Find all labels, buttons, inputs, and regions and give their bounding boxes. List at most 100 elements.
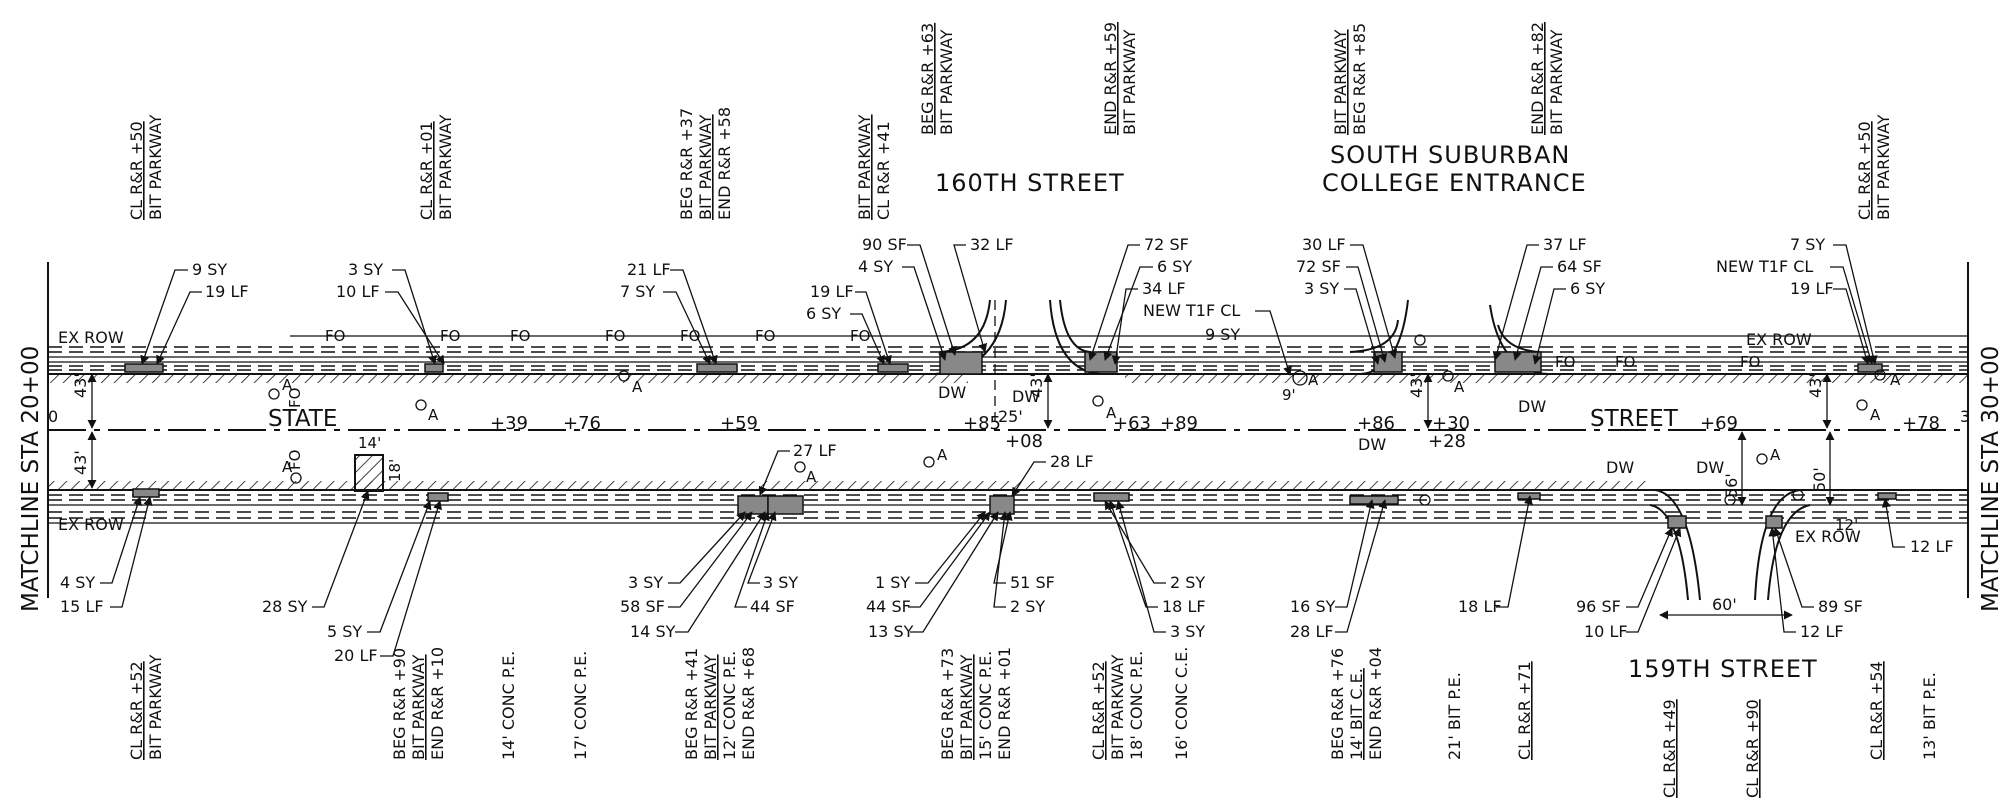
callout-label: 3 SY: [348, 260, 383, 279]
svg-text:9': 9': [1282, 386, 1296, 404]
callout-label: 12 LF: [1800, 622, 1844, 641]
matchline-right: MATCHLINE STA 30+00: [1967, 262, 2004, 612]
station-label: +63: [1113, 413, 1151, 434]
callout-label: 9 SY: [192, 260, 227, 279]
dimensions: 43' 43' 43' 43' 43' 56' 50' 25' 9' 12': [71, 373, 1858, 534]
svg-text:A: A: [1308, 371, 1319, 389]
ex-row-label: EX ROW: [1746, 330, 1812, 349]
callout-label: 44 SF: [750, 597, 795, 616]
station-labels: +39 +76 +59 +85 +08 +63 +89 +86 +30 +28 …: [490, 413, 1940, 452]
callout-label: 6 SY: [1157, 257, 1192, 276]
callout-label: NEW T1F CL: [1143, 301, 1240, 320]
callout-label: 3 SY: [628, 573, 663, 592]
callout-label: 14 SY: [630, 622, 676, 641]
callout-label: 28 SY: [262, 597, 308, 616]
callout-label: 51 SF: [1010, 573, 1055, 592]
callout-label: 19 LF: [205, 282, 249, 301]
dw-label: DW: [1606, 458, 1634, 477]
callout-label: 28 LF: [1050, 452, 1094, 471]
svg-text:A: A: [282, 376, 293, 394]
ex-row-label: EX ROW: [1795, 527, 1861, 546]
svg-text:A: A: [1454, 378, 1465, 396]
svg-text:17' CONC P.E.: 17' CONC P.E.: [571, 651, 590, 760]
svg-text:FO: FO: [440, 327, 460, 345]
svg-text:BEG R&R +90BIT PARKWAYEND R&R: BEG R&R +90BIT PARKWAYEND R&R +10: [390, 647, 447, 760]
svg-text:BEG R&R +63BIT PARKWAY: BEG R&R +63BIT PARKWAY: [918, 23, 956, 135]
svg-text:BEG R&R +37BIT PARKWAYEND R&R: BEG R&R +37BIT PARKWAYEND R&R +58: [677, 107, 734, 220]
driveway-labels: DW DW DW DW DW DW: [938, 383, 1724, 477]
svg-text:60': 60': [1712, 595, 1737, 614]
svg-text:A: A: [1890, 371, 1901, 389]
station-label: +76: [563, 413, 601, 434]
svg-text:FO: FO: [1555, 353, 1575, 371]
top-notes: CL R&R +50BIT PARKWAY CL R&R +01BIT PARK…: [127, 22, 1893, 220]
callout-label: 3 SY: [763, 573, 798, 592]
callout-label: 72 SF: [1296, 257, 1341, 276]
callout-label: 2 SY: [1010, 597, 1045, 616]
station-label: +86: [1357, 413, 1395, 434]
station-label: +78: [1902, 413, 1940, 434]
callout-label: NEW T1F CL: [1716, 257, 1813, 276]
callout-label: 72 SF: [1144, 235, 1189, 254]
svg-text:END R&R +59BIT PARKWAY: END R&R +59BIT PARKWAY: [1101, 22, 1139, 135]
svg-text:A: A: [1870, 406, 1881, 424]
callout-label: 27 LF: [793, 441, 837, 460]
svg-text:CL R&R +50BIT PARKWAY: CL R&R +50BIT PARKWAY: [127, 114, 165, 220]
callout-label: 9 SY: [1205, 325, 1240, 344]
station-label: +85: [963, 413, 1001, 434]
svg-text:43': 43': [1407, 373, 1426, 398]
callout-label: 21 LF: [627, 260, 671, 279]
callout-label: 13 SY: [868, 622, 914, 641]
callout-label: 19 LF: [1790, 279, 1834, 298]
svg-text:FO: FO: [755, 327, 775, 345]
station-label: +30: [1432, 413, 1470, 434]
svg-text:56': 56': [1722, 473, 1741, 498]
svg-text:A: A: [428, 406, 439, 424]
roadway-north-edge: [48, 346, 1968, 383]
svg-text:43': 43': [71, 373, 90, 398]
bottom-callouts: 4 SY 15 LF 28 SY 5 SY 20 LF 27 LF 3 SY 5…: [60, 441, 1954, 665]
svg-text:A: A: [937, 446, 948, 464]
callout-label: 20 LF: [334, 646, 378, 665]
fiber-optic-line: FO FO FO FO FO FO FO FO FO FO: [290, 327, 1968, 371]
svg-text:CL R&R +54: CL R&R +54: [1867, 661, 1886, 760]
svg-text:END R&R +82BIT PARKWAY: END R&R +82BIT PARKWAY: [1528, 22, 1566, 135]
station-label: +28: [1428, 431, 1466, 452]
callout-label: 6 SY: [806, 304, 841, 323]
matchline-right-label: MATCHLINE STA 30+00: [1978, 346, 2004, 612]
callout-label: 58 SF: [620, 597, 665, 616]
bottom-notes: CL R&R +52BIT PARKWAY BEG R&R +90BIT PAR…: [127, 647, 1939, 798]
callout-label: 10 LF: [1584, 622, 1628, 641]
station-label: +69: [1700, 413, 1738, 434]
svg-text:BEG R&R +41BIT PARKWAY12' CONC: BEG R&R +41BIT PARKWAY12' CONC P.E.END R…: [682, 647, 758, 760]
svg-text:CL R&R +71: CL R&R +71: [1515, 661, 1534, 760]
svg-text:CL R&R +52BIT PARKWAY18' CONC: CL R&R +52BIT PARKWAY18' CONC P.E.: [1089, 651, 1146, 760]
svg-text:A: A: [282, 458, 293, 476]
svg-text:FO: FO: [286, 450, 304, 470]
callout-label: 1 SY: [875, 573, 910, 592]
top-callouts: 9 SY 19 LF 3 SY 10 LF 21 LF 7 SY 19 LF 6…: [140, 235, 1878, 376]
svg-text:A: A: [632, 378, 643, 396]
svg-text:BEG R&R +7614' BIT C.E.END R&R: BEG R&R +7614' BIT C.E.END R&R +04: [1328, 647, 1385, 760]
utility-markers: A A A A A A A A A A A A: [268, 334, 1901, 506]
svg-text:BEG R&R +73BIT PARKWAY15' CONC: BEG R&R +73BIT PARKWAY15' CONC P.E.END R…: [938, 647, 1014, 760]
callout-label: 64 SF: [1557, 257, 1602, 276]
callout-label: 96 SF: [1576, 597, 1621, 616]
state-street-label-state: STATE: [268, 406, 337, 432]
svg-text:0: 0: [48, 407, 58, 426]
roadway-centerline: 0 3: [48, 407, 1970, 431]
state-street-label-street: STREET: [1590, 406, 1679, 432]
callout-label: 6 SY: [1570, 279, 1605, 298]
callout-label: 4 SY: [858, 257, 893, 276]
callout-label: 18 LF: [1458, 597, 1502, 616]
callout-label: 15 LF: [60, 597, 104, 616]
svg-text:FO: FO: [510, 327, 530, 345]
svg-text:25': 25': [998, 407, 1023, 426]
svg-text:CL R&R +90: CL R&R +90: [1743, 699, 1762, 798]
svg-text:BIT PARKWAYBEG R&R +85: BIT PARKWAYBEG R&R +85: [1331, 23, 1369, 135]
svg-text:CL R&R +52BIT PARKWAY: CL R&R +52BIT PARKWAY: [127, 654, 165, 760]
svg-text:CL R&R +01BIT PARKWAY: CL R&R +01BIT PARKWAY: [417, 114, 455, 220]
matchline-left-label: MATCHLINE STA 20+00: [18, 346, 44, 612]
svg-text:14' CONC P.E.: 14' CONC P.E.: [499, 651, 518, 760]
